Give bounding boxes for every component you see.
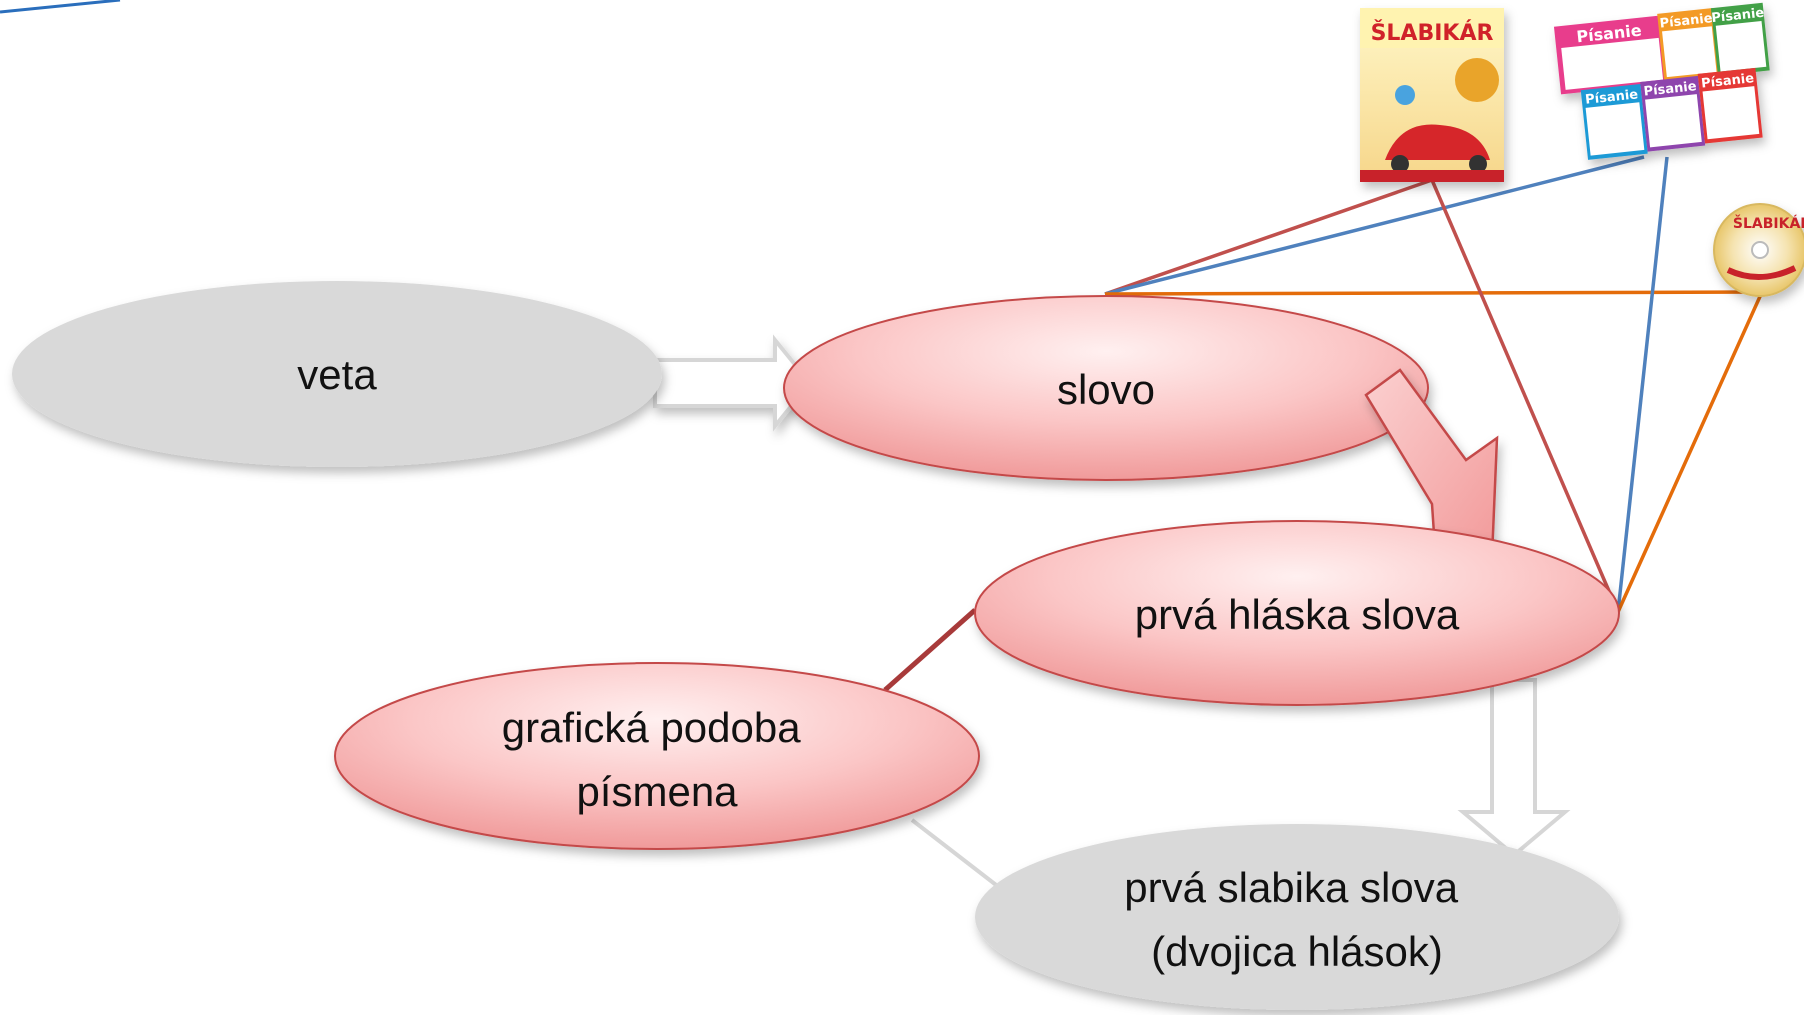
arrow-slovo-to-hlaska	[1364, 368, 1499, 559]
corner-decoration	[0, 0, 121, 14]
svg-text:Písanie: Písanie	[1643, 79, 1697, 99]
connector-hlaska-graficka	[883, 608, 977, 692]
node-graficka-podoba	[334, 662, 980, 850]
svg-text:Písanie: Písanie	[1659, 11, 1713, 31]
svg-text:ŠLABIKÁR: ŠLABIKÁR	[1733, 214, 1804, 232]
book-cover-icon: ŠLABIKÁR	[1360, 8, 1504, 182]
node-slovo	[783, 295, 1429, 481]
node-veta-label: veta	[297, 351, 377, 398]
node-graficka-label: grafická podoba písmena	[502, 704, 813, 815]
resource-links	[1104, 155, 1764, 613]
svg-text:Písanie: Písanie	[1700, 71, 1754, 91]
svg-text:ŠLABIKÁR: ŠLABIKÁR	[1371, 20, 1494, 46]
node-prva-hlaska-label: prvá hláska slova	[1135, 591, 1460, 638]
svg-text:Písanie: Písanie	[1711, 6, 1765, 26]
cd-disc-icon: ŠLABIKÁR	[1713, 203, 1804, 297]
node-slovo-label: slovo	[1057, 366, 1155, 413]
workbook-set-icon: Písanie Písanie Písanie Písanie Písanie …	[1553, 2, 1770, 160]
svg-text:Písanie: Písanie	[1585, 87, 1639, 107]
arrow-hlaska-to-slabika	[1457, 678, 1571, 858]
node-veta	[12, 281, 662, 467]
node-prva-slabika-label: prvá slabika slova (dvojica hlások)	[1124, 864, 1470, 975]
connector-graficka-slabika	[910, 818, 1002, 890]
node-prva-slabika	[975, 824, 1619, 1010]
node-prva-hlaska	[974, 520, 1620, 706]
